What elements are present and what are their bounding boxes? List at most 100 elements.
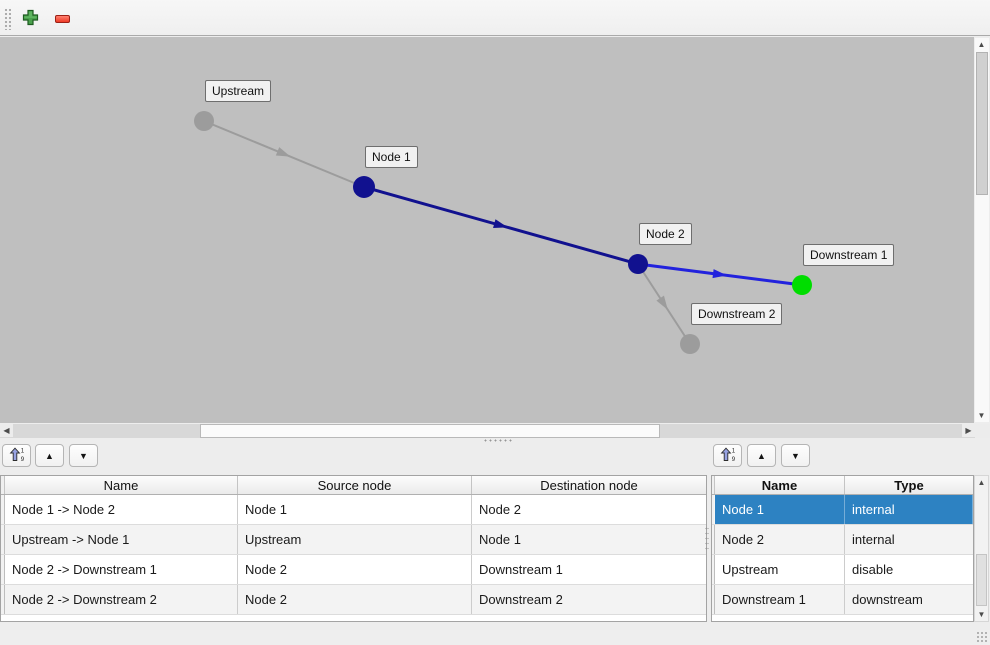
horizontal-splitter[interactable] [0,438,990,443]
edge-arrow-icon [656,295,668,310]
graph-node[interactable] [680,334,700,354]
table-cell[interactable]: Downstream 2 [479,592,563,607]
row-header-strip [1,525,5,554]
svg-text:1: 1 [731,449,735,455]
scroll-right-icon[interactable]: ▶ [962,424,975,437]
graph-node[interactable] [792,275,812,295]
svg-text:9: 9 [20,457,24,462]
node-table-scrollbar[interactable]: ▲ ▼ [974,475,989,622]
table-header: Name Type [712,476,973,495]
table-cell[interactable]: Downstream 1 [715,585,845,614]
table-cell[interactable]: Downstream 1 [479,562,563,577]
horizontal-scrollbar-thumb[interactable] [200,424,660,438]
table-row[interactable]: Node 2 internal [712,525,973,555]
table-cell[interactable]: downstream [852,592,923,607]
graph-node[interactable] [194,111,214,131]
edge-arrow-icon [275,147,291,157]
table-cell[interactable]: Node 1 [238,495,472,524]
canvas-horizontal-scrollbar[interactable]: ◀ ▶ [0,424,975,438]
table-cell[interactable]: Upstream [238,525,472,554]
table-cell[interactable]: Node 2 -> Downstream 1 [5,555,238,584]
sort-ascending-icon: 1 9 [8,447,26,464]
table-cell[interactable]: Upstream -> Node 1 [5,525,238,554]
table-cell[interactable]: Node 1 [479,532,521,547]
node-label[interactable]: Upstream [205,80,272,102]
canvas-vertical-scrollbar[interactable]: ▲ ▼ [975,38,989,422]
scroll-down-icon[interactable]: ▼ [977,411,986,420]
table-cell[interactable]: internal [845,495,973,524]
graph-node[interactable] [628,254,648,274]
table-cell[interactable]: Node 2 [238,555,472,584]
column-header[interactable]: Source node [238,476,472,494]
sort-ascending-icon: 1 9 [719,447,737,464]
scrollbar-corner [975,424,990,438]
table-row[interactable]: Upstream disable [712,555,973,585]
table-cell[interactable]: Node 2 -> Downstream 2 [5,585,238,614]
node-table-scrollbar-thumb[interactable] [976,554,987,606]
table-cell[interactable]: internal [852,532,895,547]
scroll-up-icon[interactable]: ▲ [977,40,986,49]
node-move-down-button[interactable]: ▼ [781,444,810,467]
triangle-down-icon: ▼ [791,450,800,461]
column-header[interactable]: Name [715,476,845,494]
edge-move-up-button[interactable]: ▲ [35,444,64,467]
row-header-strip [1,476,5,494]
triangle-up-icon: ▲ [45,450,54,461]
row-header-strip [712,555,715,584]
table-row[interactable]: Downstream 1 downstream [712,585,973,615]
resize-grip-icon[interactable] [975,630,988,643]
table-cell[interactable]: Node 1 -> Node 2 [5,495,238,524]
table-cell[interactable]: Upstream [715,555,845,584]
triangle-up-icon: ▲ [757,450,766,461]
svg-text:9: 9 [731,457,735,462]
triangle-down-icon: ▼ [79,450,88,461]
node-label[interactable]: Node 1 [365,146,418,168]
plus-icon [22,9,39,29]
node-label[interactable]: Node 2 [639,223,692,245]
scroll-down-icon[interactable]: ▼ [977,610,986,619]
edge-move-down-button[interactable]: ▼ [69,444,98,467]
column-header[interactable]: Type [894,477,924,493]
scroll-up-icon[interactable]: ▲ [977,478,986,487]
svg-text:1: 1 [20,449,24,455]
main-toolbar [0,0,990,36]
splitter-handle-icon [483,439,513,442]
toolbar-drag-handle[interactable] [4,8,11,30]
node-sort-button[interactable]: 1 9 [713,444,742,467]
vertical-scrollbar-thumb[interactable] [976,52,988,195]
node-label[interactable]: Downstream 1 [803,244,895,266]
remove-button[interactable] [51,10,73,28]
node-label[interactable]: Downstream 2 [691,303,783,325]
node-move-up-button[interactable]: ▲ [747,444,776,467]
table-cell[interactable]: Node 2 [715,525,845,554]
row-header-strip [712,476,715,494]
table-cell[interactable]: disable [852,562,894,577]
edge-arrow-icon [712,269,727,279]
table-cell[interactable]: Node 1 [715,495,845,524]
vertical-splitter[interactable] [705,526,709,552]
status-bar [0,630,990,645]
minus-icon [54,15,70,23]
column-header[interactable]: Destination node [540,477,638,493]
edge-sort-button[interactable]: 1 9 [2,444,31,467]
table-cell[interactable]: Node 2 [479,502,521,517]
graph-node[interactable] [353,176,375,198]
graph-drawing [194,111,812,354]
row-header-strip [712,495,715,524]
add-button[interactable] [19,9,41,29]
row-header-strip [712,525,715,554]
scroll-left-icon[interactable]: ◀ [0,424,13,437]
table-cell[interactable]: Node 2 [238,585,472,614]
row-header-strip [1,585,5,614]
column-header[interactable]: Name [5,476,238,494]
